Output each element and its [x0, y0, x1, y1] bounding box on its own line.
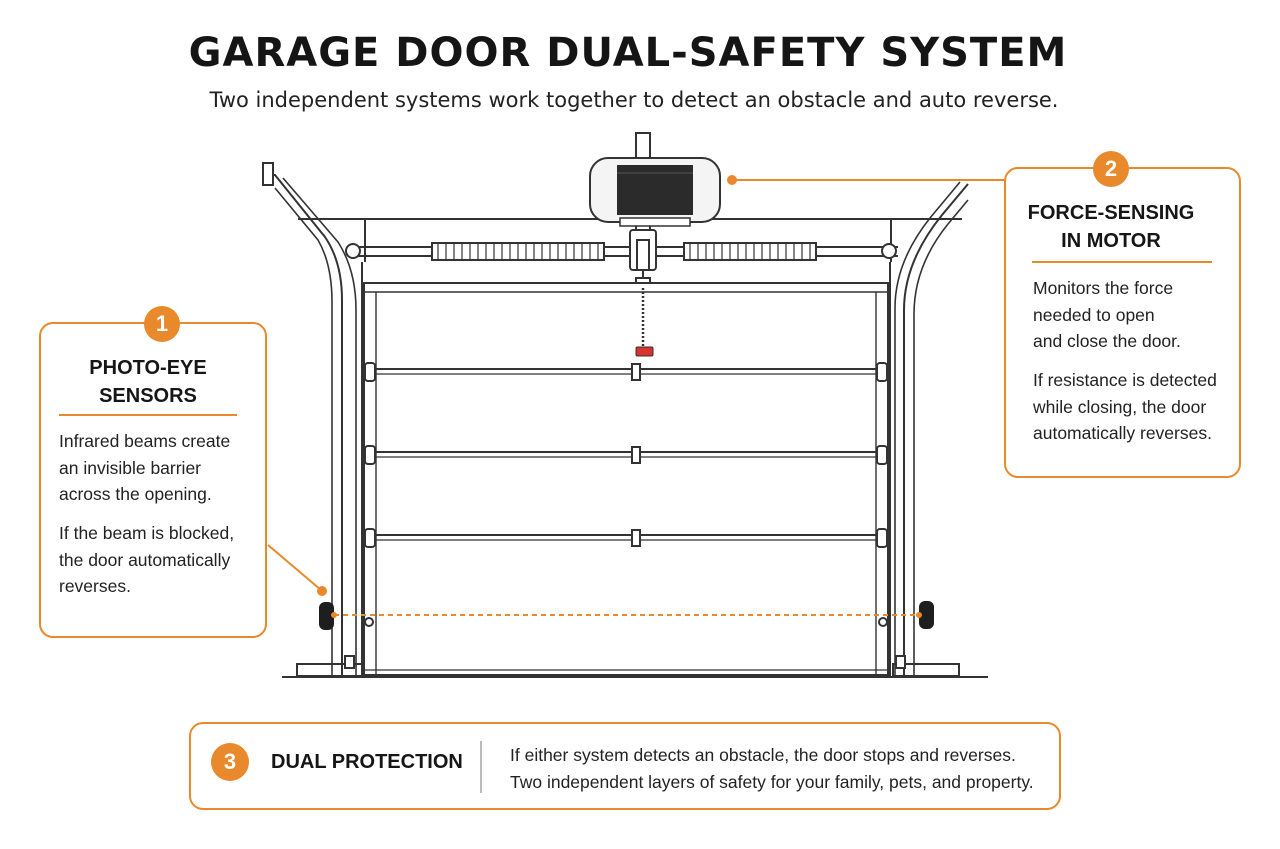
- text-line: across the opening.: [59, 484, 212, 504]
- photo-eye-sensor-right: [919, 601, 934, 629]
- bottom-bracket-right: [895, 655, 906, 669]
- summary-divider: [480, 741, 482, 793]
- text-line: Monitors the force: [1033, 278, 1174, 298]
- roller-right-low: [878, 617, 888, 627]
- callout-description: Infrared beams create an invisible barri…: [59, 428, 259, 508]
- hinge-left-1: [364, 362, 376, 382]
- callout-title-line: IN MOTOR: [1061, 230, 1161, 252]
- callout-divider: [59, 414, 237, 416]
- center-bearing-plate: [636, 239, 650, 271]
- hinge-right-2: [876, 445, 888, 465]
- hinge-right-3: [876, 528, 888, 548]
- text-line: the door automatically: [59, 549, 231, 570]
- callout-badge: 2: [1093, 151, 1129, 187]
- opener-motor: [589, 157, 721, 227]
- callout-behavior: If resistance is detected while closing,…: [1033, 367, 1238, 447]
- text-line: and close the door.: [1033, 331, 1181, 351]
- text-line: while closing, the door: [1033, 396, 1207, 417]
- hinge-center-2: [631, 446, 641, 464]
- summary-line: Two independent layers of safety for you…: [510, 772, 1034, 792]
- callout-badge: 1: [144, 306, 180, 342]
- left-track-inner: [274, 187, 333, 676]
- roller-left-low: [364, 617, 374, 627]
- hinge-left-3: [364, 528, 376, 548]
- photo-eye-callout: 1 PHOTO-EYE SENSORS Infrared beams creat…: [39, 306, 267, 638]
- left-track-bracket: [262, 162, 274, 186]
- text-line: If the beam is blocked,: [59, 523, 235, 543]
- beam-end-right: [916, 612, 922, 618]
- hinge-right-1: [876, 362, 888, 382]
- text-line: automatically reverses.: [1033, 423, 1212, 443]
- callout-divider: [1032, 261, 1212, 263]
- text-line: If resistance is detected: [1033, 370, 1217, 390]
- emergency-release-handle: [635, 346, 654, 357]
- summary-title: DUAL PROTECTION: [271, 751, 463, 773]
- left-cable-drum: [345, 243, 361, 259]
- door-panel: [363, 282, 889, 676]
- right-track-inner: [894, 181, 961, 676]
- callout-title: FORCE-SENSING IN MOTOR: [1016, 199, 1206, 255]
- callout-description: Monitors the force needed to open and cl…: [1033, 275, 1238, 355]
- right-torsion-spring: [683, 242, 817, 261]
- right-track-outer: [903, 183, 969, 676]
- leader-dot-sensor: [317, 586, 327, 596]
- text-line: needed to open: [1033, 304, 1155, 325]
- force-sensing-callout: 2 FORCE-SENSING IN MOTOR Monitors the fo…: [1004, 151, 1241, 478]
- left-track-outer: [265, 174, 343, 676]
- left-spring-coils: [437, 243, 599, 260]
- dual-protection-summary: 3 DUAL PROTECTION If either system detec…: [189, 722, 1061, 810]
- leader-line-sensor: [267, 544, 322, 591]
- callout-title-line: SENSORS: [99, 385, 197, 407]
- text-line: an invisible barrier: [59, 457, 202, 478]
- right-track-rail: [913, 199, 969, 676]
- summary-badge: 3: [211, 743, 249, 781]
- left-track-rail: [282, 177, 357, 676]
- summary-line: If either system detects an obstacle, th…: [510, 745, 1016, 765]
- leader-dot-motor: [727, 175, 737, 185]
- callout-behavior: If the beam is blocked, the door automat…: [59, 520, 259, 600]
- callout-title: PHOTO-EYE SENSORS: [41, 354, 255, 410]
- hinge-left-2: [364, 445, 376, 465]
- callout-title-line: PHOTO-EYE: [89, 357, 207, 379]
- text-line: Infrared beams create: [59, 431, 231, 451]
- beam-end-left: [331, 612, 337, 618]
- callout-title-line: FORCE-SENSING: [1027, 202, 1195, 224]
- photo-eye-sensor-left: [319, 602, 334, 630]
- page-title: GARAGE DOOR DUAL-SAFETY SYSTEM: [188, 30, 1068, 76]
- text-line: reverses.: [59, 576, 131, 596]
- hinge-center-1: [631, 363, 641, 381]
- page-subtitle: Two independent systems work together to…: [209, 88, 1059, 112]
- right-cable-drum: [881, 243, 897, 259]
- hinge-center-3: [631, 529, 641, 547]
- right-spring-coils: [689, 243, 811, 260]
- bottom-bracket-left: [344, 655, 355, 669]
